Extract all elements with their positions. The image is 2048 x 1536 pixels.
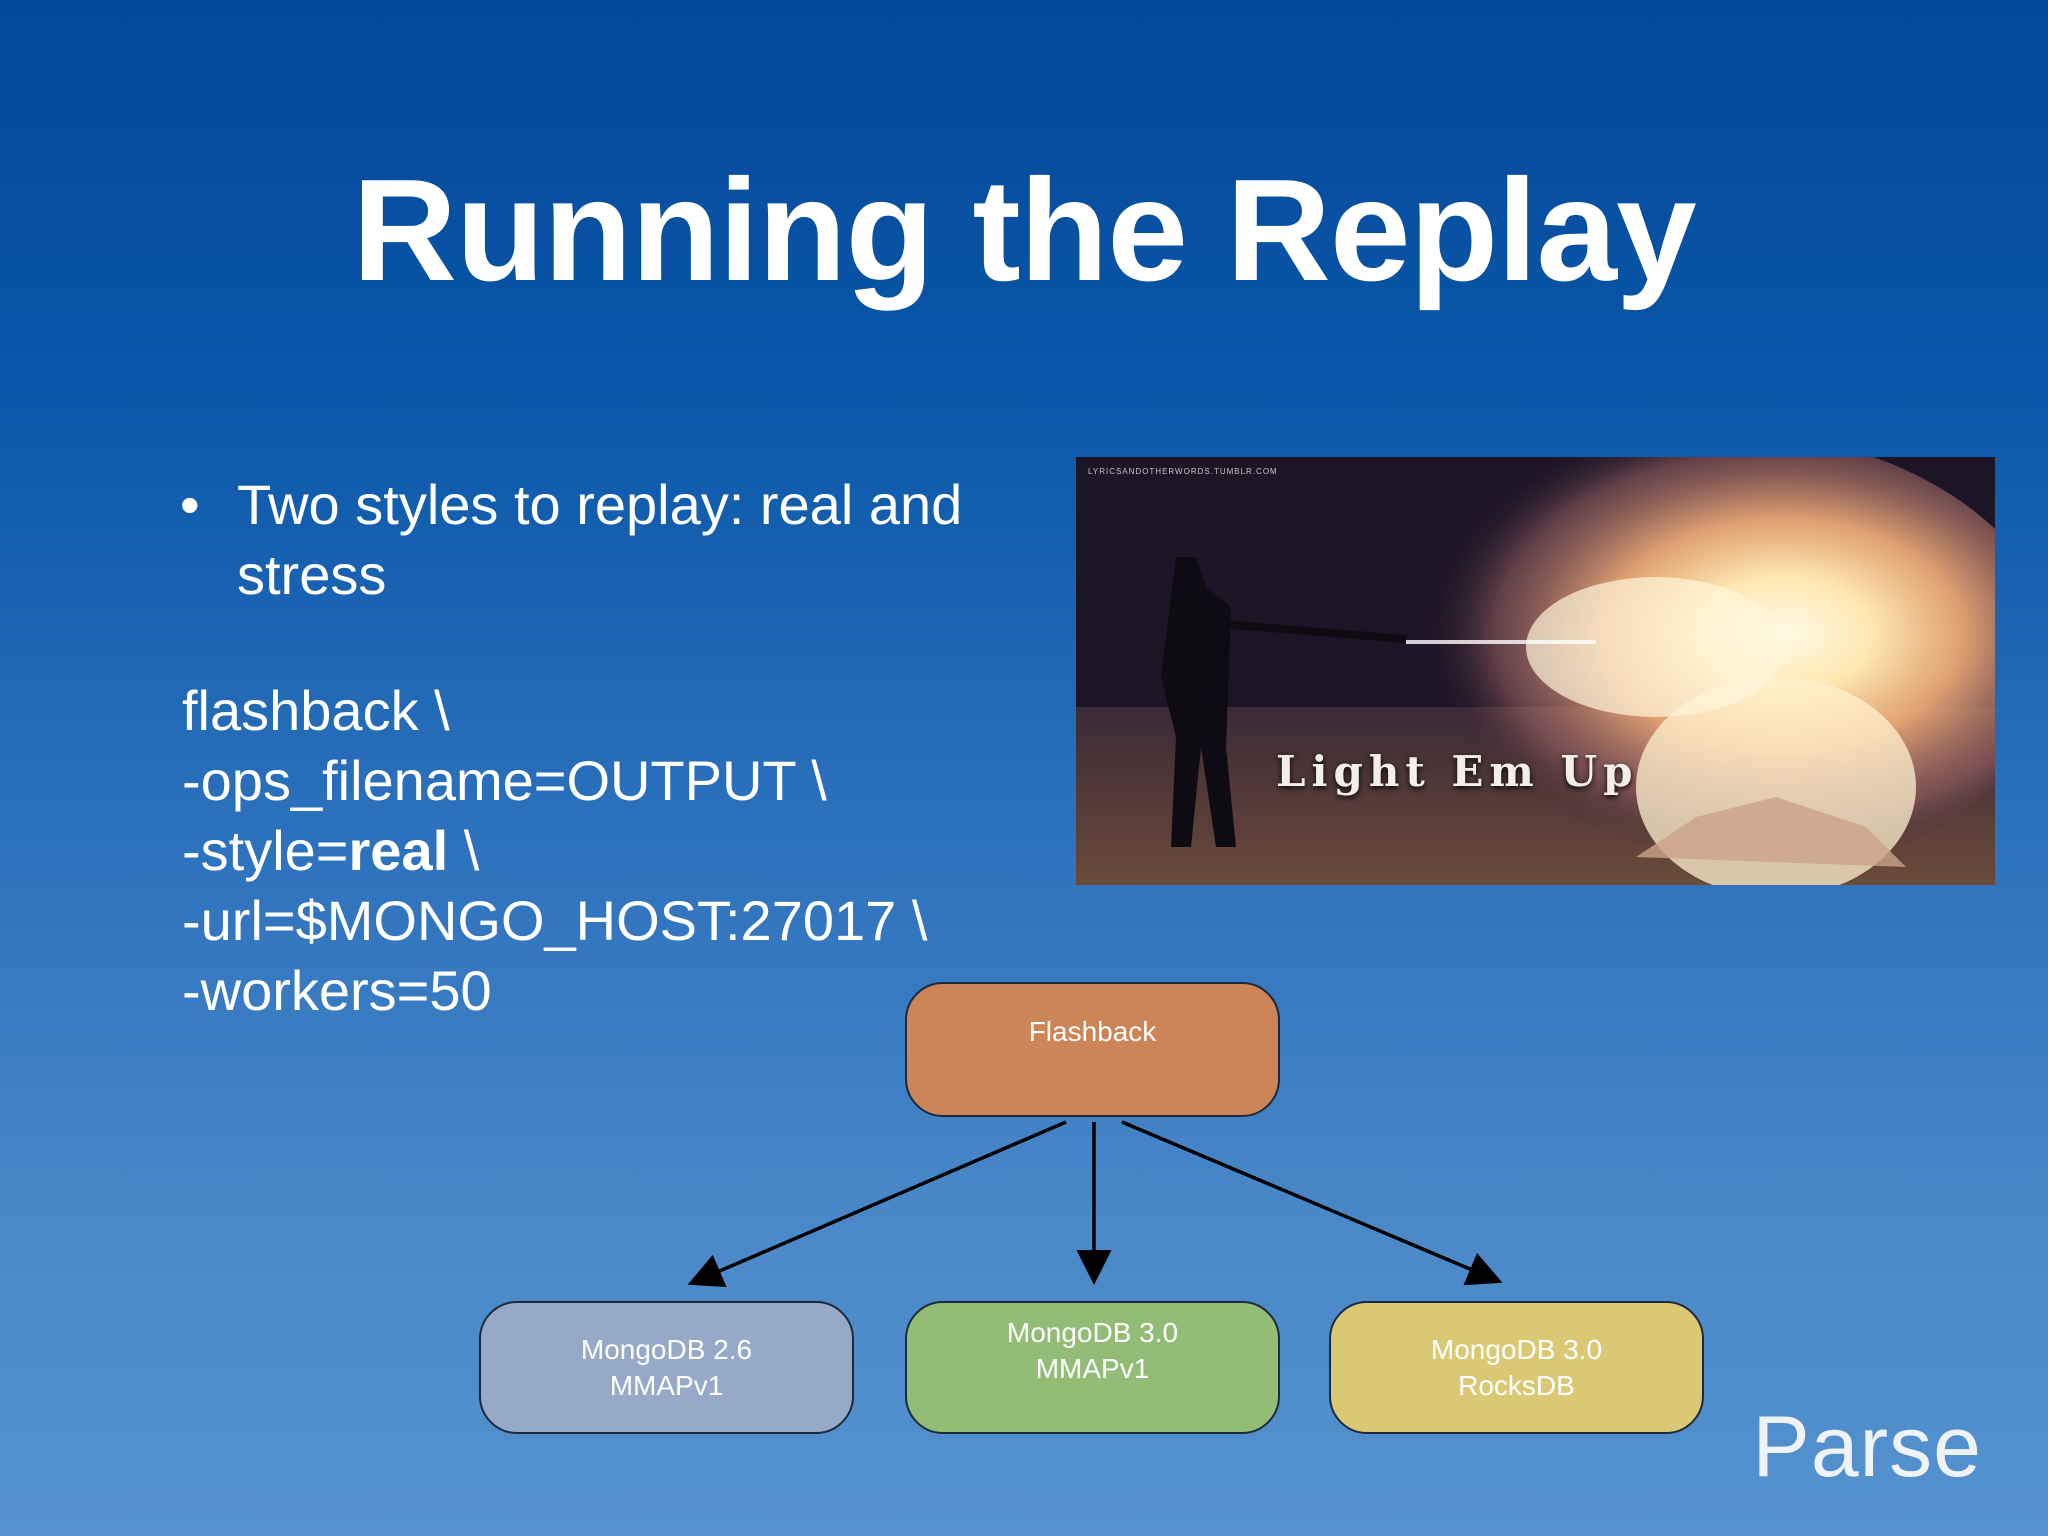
bullet-prefix: Two styles to replay:: [237, 473, 760, 536]
bullet-emph-stress: stress: [237, 543, 387, 606]
command-line-1: flashback \: [182, 679, 450, 742]
flashback-node-label: Flashback: [1028, 1016, 1157, 1047]
command-line-3: -style=real \: [182, 816, 927, 886]
mongodb30-mmapv1-node: MongoDB 3.0 MMAPv1: [905, 1301, 1280, 1434]
slide-title: Running the Replay: [352, 149, 1696, 311]
arrow-to-mongodb26: [687, 1120, 1067, 1288]
bullet-marker: •: [180, 473, 200, 536]
node-line-1: MongoDB 3.0: [1430, 1333, 1603, 1365]
flashback-node: Flashback: [905, 982, 1280, 1117]
image-watermark: LYRICSANDOTHERWORDS.TUMBLR.COM: [1088, 467, 1278, 476]
node-line-1: MongoDB 2.6: [580, 1333, 753, 1365]
node-line-2: MMAPv1: [1035, 1353, 1150, 1384]
image-caption: Light Em Up: [1276, 747, 1639, 796]
parse-logo: Parse: [1752, 1399, 1982, 1495]
command-line-5: -workers=50: [182, 959, 492, 1022]
style-flag: -style=: [182, 819, 349, 882]
mongodb30-rocksdb-node: MongoDB 3.0 RocksDB: [1329, 1301, 1704, 1434]
bullet-middle: and: [853, 473, 963, 536]
flamethrower-scene: [1076, 457, 1995, 885]
node-line-2: RocksDB: [1458, 1369, 1575, 1401]
bullet-text: Two styles to replay: real and stress: [237, 470, 1037, 610]
node-line-2: MMAPv1: [609, 1369, 724, 1401]
command-block: flashback \ -ops_filename=OUTPUT \ -styl…: [182, 676, 927, 1026]
style-value: real: [348, 819, 449, 882]
bullet-emph-real: real: [759, 473, 854, 536]
flamethrower-image: LYRICSANDOTHERWORDS.TUMBLR.COM Light Em …: [1076, 457, 1995, 885]
arrow-to-mongodb30-rocks: [1121, 1120, 1503, 1286]
line-continuation: \: [448, 819, 480, 882]
command-line-4: -url=$MONGO_HOST:27017 \: [182, 889, 928, 952]
node-line-1: MongoDB 3.0: [1006, 1317, 1179, 1348]
mongodb26-mmapv1-node: MongoDB 2.6 MMAPv1: [479, 1301, 854, 1434]
command-line-2: -ops_filename=OUTPUT \: [182, 749, 827, 812]
